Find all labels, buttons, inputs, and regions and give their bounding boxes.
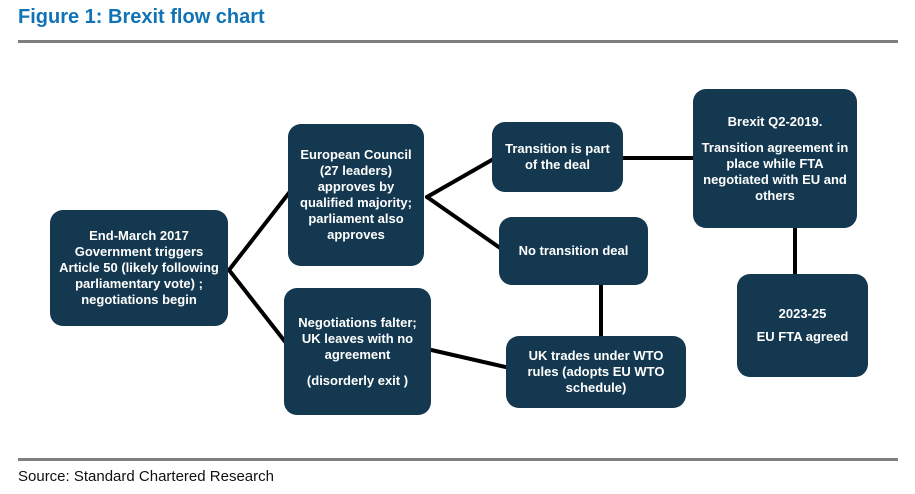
node-negotiations-falter: Negotiations falter; UK leaves with no a… (284, 288, 431, 415)
source-text: Source: Standard Chartered Research (18, 468, 274, 485)
node-eu-council-approves: European Council (27 leaders) approves b… (288, 124, 424, 266)
node-negotiations-falter-text: Negotiations falter; UK leaves with no a… (298, 314, 417, 362)
footer-rule (18, 458, 898, 461)
node-negotiations-falter-text2: (disorderly exit ) (306, 372, 409, 388)
title-rule (18, 40, 898, 43)
node-brexit-q2-2019: Brexit Q2-2019. Transition agreement in … (693, 89, 857, 228)
node-no-transition-deal: No transition deal (499, 217, 648, 285)
node-eu-fta-agreed-text2: EU FTA agreed (756, 329, 849, 344)
edge-trigger-to-approve (227, 187, 294, 272)
node-wto-rules: UK trades under WTO rules (adopts EU WTO… (506, 336, 686, 408)
edge-approve-to-transition-deal (425, 155, 499, 199)
edge-falter-to-wto (425, 347, 512, 370)
node-article-50-trigger-text: End-March 2017 Government triggers Artic… (59, 228, 219, 307)
node-brexit-q2-2019-text2: Transition agreement in place while FTA … (701, 139, 849, 203)
edge-approve-to-no-transition (425, 195, 505, 252)
node-wto-rules-text: UK trades under WTO rules (adopts EU WTO… (527, 348, 665, 395)
edge-trigger-to-falter (227, 268, 292, 350)
node-transition-part-of-deal-text: Transition is part of the deal (505, 141, 610, 172)
node-eu-fta-agreed-text: 2023-25 (778, 306, 827, 321)
node-no-transition-deal-text: No transition deal (518, 243, 629, 258)
node-brexit-q2-2019-text: Brexit Q2-2019. (727, 113, 823, 129)
node-article-50-trigger: End-March 2017 Government triggers Artic… (50, 210, 228, 326)
figure-title: Figure 1: Brexit flow chart (18, 6, 265, 28)
node-eu-fta-agreed: 2023-25 EU FTA agreed (737, 274, 868, 377)
node-transition-part-of-deal: Transition is part of the deal (492, 122, 623, 192)
node-eu-council-approves-text: European Council (27 leaders) approves b… (300, 147, 412, 242)
